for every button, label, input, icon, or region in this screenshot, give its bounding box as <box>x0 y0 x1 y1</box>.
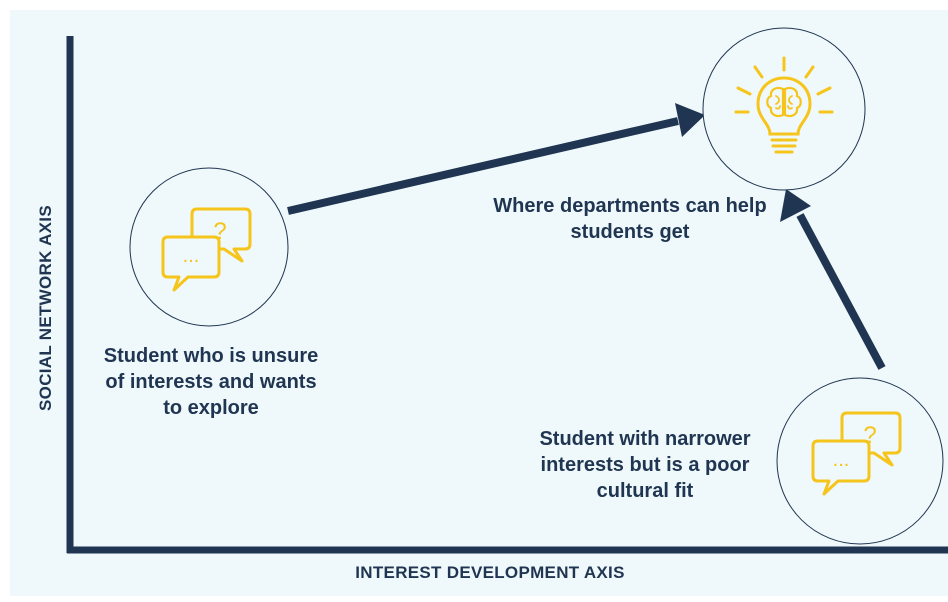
arrow-explorer-to-target <box>287 103 705 215</box>
arrow-narrow-to-target <box>780 189 886 370</box>
narrow-label: Student with narrower interests but is a… <box>539 428 751 502</box>
explorer-label: Student who is unsure of interests and w… <box>103 345 319 419</box>
y-axis-label: SOCIAL NETWORK AXIS <box>36 205 55 411</box>
ellipsis: ... <box>833 449 850 471</box>
lightbulb-brain-icon <box>734 56 834 154</box>
question-chat-icon: ? ... <box>161 207 252 292</box>
x-axis-label: INTEREST DEVELOPMENT AXIS <box>355 563 625 582</box>
ellipsis: ... <box>183 245 200 267</box>
question-chat-icon: ? ... <box>811 411 902 496</box>
target-label: Where departments can help students get <box>493 195 767 243</box>
